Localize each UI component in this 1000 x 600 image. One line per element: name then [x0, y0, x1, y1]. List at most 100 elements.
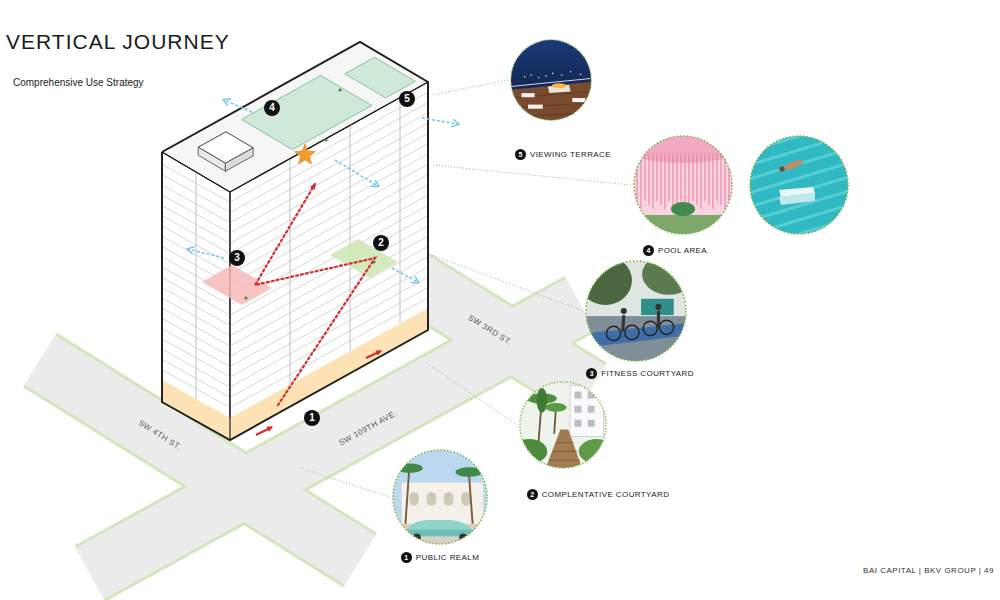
photo-image: [692, 153, 693, 201]
photo-image: [520, 382, 606, 468]
photo-image: [519, 381, 607, 469]
building-massing: [162, 42, 428, 440]
photo-image: [716, 153, 717, 201]
photo-image: [521, 93, 534, 97]
leader-line: [432, 165, 631, 185]
photo-image: [392, 449, 488, 545]
building-massing: [229, 192, 230, 440]
photo-image: [519, 381, 607, 469]
photo-image: [528, 105, 543, 109]
photo-image: [510, 91, 592, 116]
page-title: VERTICAL JOURNEY: [6, 30, 230, 54]
photo-image: [574, 406, 581, 413]
photo-image: [549, 443, 580, 461]
callout-number: 2: [373, 235, 389, 251]
photo-image: [574, 392, 594, 427]
floor-lines: [230, 287, 428, 397]
photo-image: [588, 406, 595, 413]
photo-image: [750, 136, 848, 234]
street-name: SW 3RD ST.: [466, 313, 513, 347]
photo-image: [704, 153, 705, 201]
photo-image: [409, 492, 419, 505]
photo-image: [570, 385, 603, 436]
amenity-floor-plate: [338, 88, 341, 91]
photo-image: [519, 381, 607, 469]
photo-image: [700, 153, 701, 209]
photo-image: [648, 153, 649, 205]
photo-image: [633, 215, 733, 235]
facade-columns: [350, 125, 351, 351]
callout-number: 4: [264, 100, 280, 116]
photo-image: [664, 153, 665, 209]
amenity-floor-plate: [202, 88, 398, 305]
photo-image: [720, 153, 721, 205]
photo-image: [510, 82, 592, 121]
callout-number: 2: [527, 489, 538, 500]
caption-text: PUBLIC REALM: [416, 552, 479, 563]
photo-image: [749, 233, 849, 235]
photo-image: [519, 381, 607, 469]
photo-image: [585, 323, 687, 347]
photo-image: [510, 39, 592, 121]
building-massing: [230, 82, 428, 192]
caption-row: 1PUBLIC REALM: [401, 552, 479, 563]
leader-line: [425, 362, 517, 425]
journey-path: [255, 184, 381, 435]
view-arrow: [224, 100, 252, 112]
photo-image: [586, 261, 686, 361]
photo-circle: 2COMPLENTATIVE COURTYARD: [517, 381, 671, 500]
floor-lines: [230, 257, 428, 367]
photo-image: [676, 153, 677, 209]
view-arrow: [335, 160, 378, 186]
leader-line: [300, 468, 390, 497]
caption-row: 2COMPLENTATIVE COURTYARD: [527, 489, 670, 500]
photo-circle: 5VIEWING TERRACE: [508, 39, 613, 160]
photo-image: [671, 202, 695, 216]
photo-image: [545, 429, 582, 469]
callout-number: 3: [586, 368, 597, 379]
facade-columns: [196, 173, 197, 399]
leader-line: [300, 80, 631, 497]
star-marker: [295, 144, 316, 164]
subtitle: Comprehensive Use Strategy: [13, 77, 144, 88]
photo-image: [749, 191, 849, 221]
callout-number: 3: [229, 250, 245, 266]
caption-text: VIEWING TERRACE: [530, 149, 611, 160]
floor-lines: [230, 298, 428, 408]
photo-image: [633, 135, 849, 235]
photo-image: [749, 135, 849, 235]
callout-number: 5: [399, 91, 415, 107]
photo-image: [459, 533, 467, 541]
photo-image: [708, 153, 709, 205]
photo-image: [574, 392, 581, 399]
building-massing: [162, 42, 428, 440]
photo-image: [545, 75, 547, 77]
callout-number: 4: [643, 245, 654, 256]
caption-text: FITNESS COURTYARD: [601, 368, 694, 379]
photo-image: [712, 153, 713, 209]
floor-lines: [230, 164, 428, 274]
caption-row: 5VIEWING TERRACE: [515, 149, 611, 160]
floor-lines: [230, 216, 428, 326]
photo-image: [585, 260, 687, 362]
building-massing: [198, 147, 225, 171]
photo-image: [393, 450, 487, 544]
floor-lines: [230, 144, 428, 254]
photo-image: [636, 153, 637, 205]
caption-text: POOL AREA: [658, 245, 707, 256]
photo-image: [659, 320, 673, 334]
photo-image: [585, 260, 687, 362]
journey-path: [366, 351, 381, 358]
photo-image: [588, 420, 595, 427]
floor-lines: [230, 226, 428, 336]
leader-line: [432, 255, 583, 311]
photo-image: [672, 153, 673, 205]
amenity-floor-plate: [244, 296, 247, 299]
photo-image: [579, 439, 607, 464]
footer-credit: BAI CAPITAL | BKV GROUP | 49: [863, 566, 994, 575]
photo-image: [574, 420, 581, 427]
photo-image: [585, 260, 687, 362]
view-arrow: [188, 100, 458, 282]
photo-image: [623, 311, 659, 331]
